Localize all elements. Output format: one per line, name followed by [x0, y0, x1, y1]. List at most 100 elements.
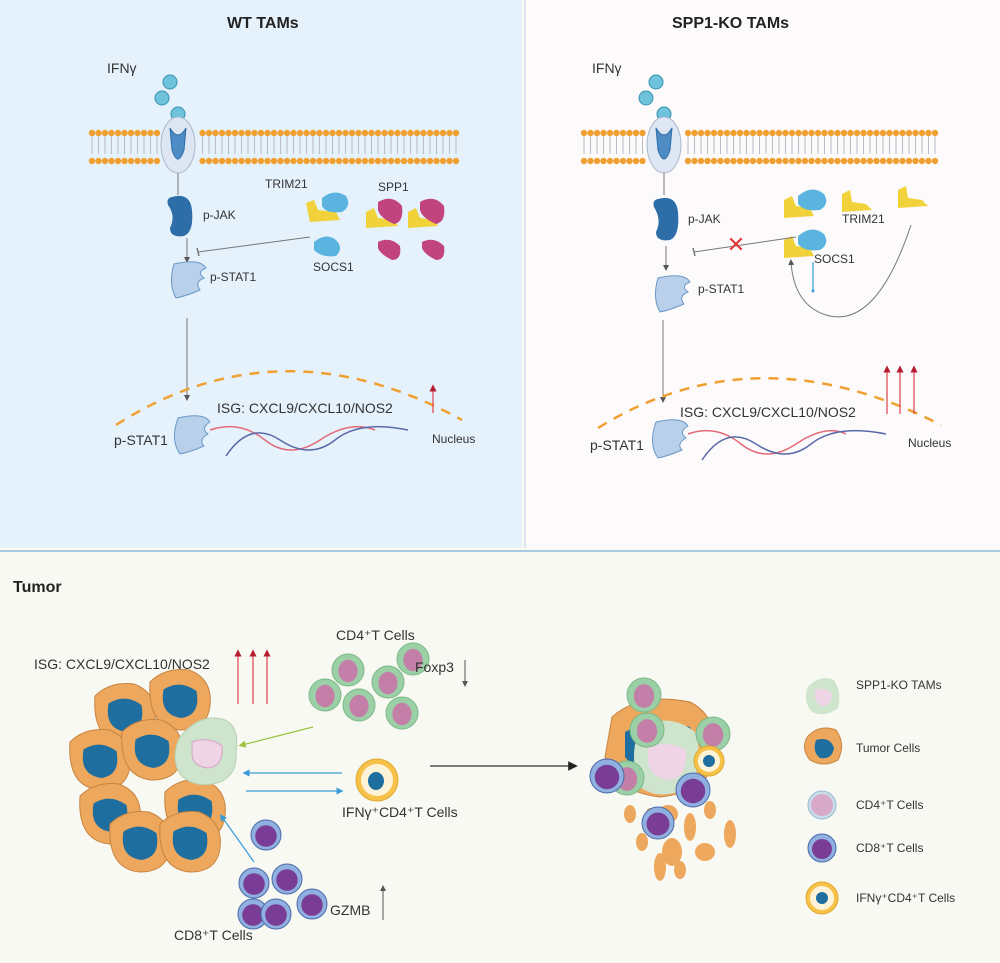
- trim21-label: TRIM21: [265, 177, 308, 191]
- stat1-icon: [654, 275, 691, 313]
- panel-title: Tumor: [13, 579, 62, 596]
- legend-ifng-cd4-t-cell-icon: [805, 881, 839, 915]
- tumor-cell-icon: [149, 669, 211, 731]
- ifng-receptor-icon: [646, 116, 682, 174]
- cd8-t-cell-icon: [237, 898, 269, 930]
- isg-up-arrows: [234, 649, 271, 704]
- stat1-icon: [170, 261, 207, 299]
- socs1-inhibition-line: [693, 236, 797, 253]
- legend-label: Tumor Cells: [856, 741, 921, 755]
- spp1-icon: [378, 239, 445, 260]
- cd4-t-cell-icon: [629, 712, 665, 748]
- tumor-cell-icon: [109, 811, 171, 873]
- cell-membrane: [580, 129, 939, 165]
- ifng-receptor-icon: [160, 116, 196, 174]
- ifng-cd4-t-cell-icon: [355, 758, 399, 802]
- isg-up-arrows: [883, 365, 918, 414]
- cd4-t-cell-icon: [385, 696, 419, 730]
- cd8-t-cell-icon: [250, 819, 282, 851]
- spp1-trim21-complex-icon: [366, 198, 445, 228]
- ifng-label: IFNγ: [592, 60, 622, 76]
- tumor-cell-icon: [121, 719, 183, 781]
- dna-icon: [687, 429, 887, 461]
- spp1-ko-tams-panel: SPP1-KO TAMs ✕: [524, 0, 1000, 548]
- ifng-cd4-t-cells-label: IFNγ⁺CD4⁺T Cells: [342, 804, 458, 820]
- cd4-t-cell-icon: [626, 677, 662, 713]
- ifng-ligand-icon: [154, 74, 186, 122]
- nuclear-stat1-label: p-STAT1: [114, 432, 168, 448]
- isg-label: ISG: CXCL9/CXCL10/NOS2: [680, 404, 856, 420]
- legend-label: SPP1-KO TAMs: [856, 678, 942, 692]
- cell-membrane: [88, 129, 460, 165]
- cd4-t-cell-icon: [308, 678, 342, 712]
- infiltrated-tumor-cluster: [589, 677, 736, 881]
- cd8-t-cell-icon: [675, 772, 711, 808]
- nuclear-stat1-label: p-STAT1: [590, 437, 644, 453]
- wt-tams-panel: WT TAMs: [0, 0, 522, 548]
- cd4-t-cell-icon: [371, 665, 405, 699]
- legend-label: CD4⁺T Cells: [856, 798, 924, 812]
- cd8-t-cell-icon: [641, 806, 675, 840]
- legend-tumor-cell-icon: [804, 727, 842, 765]
- cd4-t-cell-icon: [396, 642, 430, 676]
- dna-icon: [209, 425, 409, 457]
- cd4-t-cells-label: CD4⁺T Cells: [336, 627, 415, 643]
- trim21-label: TRIM21: [842, 212, 885, 226]
- nuclear-stat1-icon: [174, 415, 211, 455]
- nucleus-label: Nucleus: [908, 436, 952, 450]
- cd8-t-cell-icon: [260, 898, 292, 930]
- trim21-recycle-arrow: [788, 224, 912, 318]
- legend-cd8-t-cell-icon: [807, 833, 837, 863]
- spp1-ko-tam-icon: [174, 717, 238, 786]
- trim21-socs1-complex-icon: [784, 189, 827, 218]
- socs1-label: SOCS1: [313, 260, 354, 274]
- legend-spp1-ko-tam-icon: [805, 678, 840, 715]
- stat1-label: p-STAT1: [698, 282, 745, 296]
- ko-pathway-diagram: ✕: [580, 74, 942, 461]
- ifng-cd4-t-cell-icon: [693, 745, 725, 777]
- panel-title: WT TAMs: [227, 15, 299, 32]
- stat1-label: p-STAT1: [210, 270, 257, 284]
- gzmb-label: GZMB: [330, 902, 371, 918]
- cd8-t-cell-icon: [271, 863, 303, 895]
- foxp3-label: Foxp3: [415, 659, 454, 675]
- trim21-icon: [842, 186, 928, 212]
- legend-label: CD8⁺T Cells: [856, 841, 924, 855]
- cd8-t-cell-icon: [296, 888, 328, 920]
- cd4-t-cell-icon: [695, 716, 731, 752]
- cd4-t-cell-cluster: [308, 642, 430, 730]
- cd8-t-cells-label: CD8⁺T Cells: [174, 927, 253, 943]
- jak-label: p-JAK: [203, 208, 236, 222]
- nuclear-envelope: [597, 377, 942, 430]
- ifng-label: IFNγ: [107, 60, 137, 76]
- cd4-t-cell-icon: [331, 653, 365, 687]
- ifng-ligand-icon: [638, 74, 672, 122]
- tumor-cell-icon: [69, 729, 131, 791]
- socs1-inhibition-line: [197, 236, 311, 253]
- isg-label: ISG: CXCL9/CXCL10/NOS2: [34, 656, 210, 672]
- socs1-icon: [314, 236, 340, 257]
- trim21-socs1-complex-icon: [784, 229, 827, 258]
- isg-label: ISG: CXCL9/CXCL10/NOS2: [217, 400, 393, 416]
- legend-label: IFNγ⁺CD4⁺T Cells: [856, 891, 956, 905]
- blocked-x-icon: ✕: [727, 232, 745, 257]
- socs1-label: SOCS1: [814, 252, 855, 266]
- cd4-t-cell-icon: [342, 688, 376, 722]
- nucleus-label: Nucleus: [432, 432, 476, 446]
- cd8-t-cell-icon: [589, 758, 625, 794]
- nuclear-envelope: [115, 370, 463, 427]
- panel-title: SPP1-KO TAMs: [672, 15, 790, 32]
- jak-icon: [167, 195, 193, 237]
- tumor-panel: Tumor: [0, 550, 1000, 963]
- spp1-label: SPP1: [378, 180, 409, 194]
- tumor-microenvironment-diagram: [69, 642, 842, 930]
- nuclear-stat1-icon: [652, 419, 689, 459]
- wt-pathway-diagram: [88, 74, 463, 457]
- jak-icon: [653, 197, 679, 241]
- tumor-cell-icon: [159, 811, 221, 873]
- legend-cd4-t-cell-icon: [807, 790, 837, 820]
- trim21-socs1-complex-icon: [306, 192, 349, 222]
- cd8-t-cell-icon: [238, 867, 270, 899]
- cd8-t-cell-cluster: [237, 819, 328, 930]
- jak-label: p-JAK: [688, 212, 721, 226]
